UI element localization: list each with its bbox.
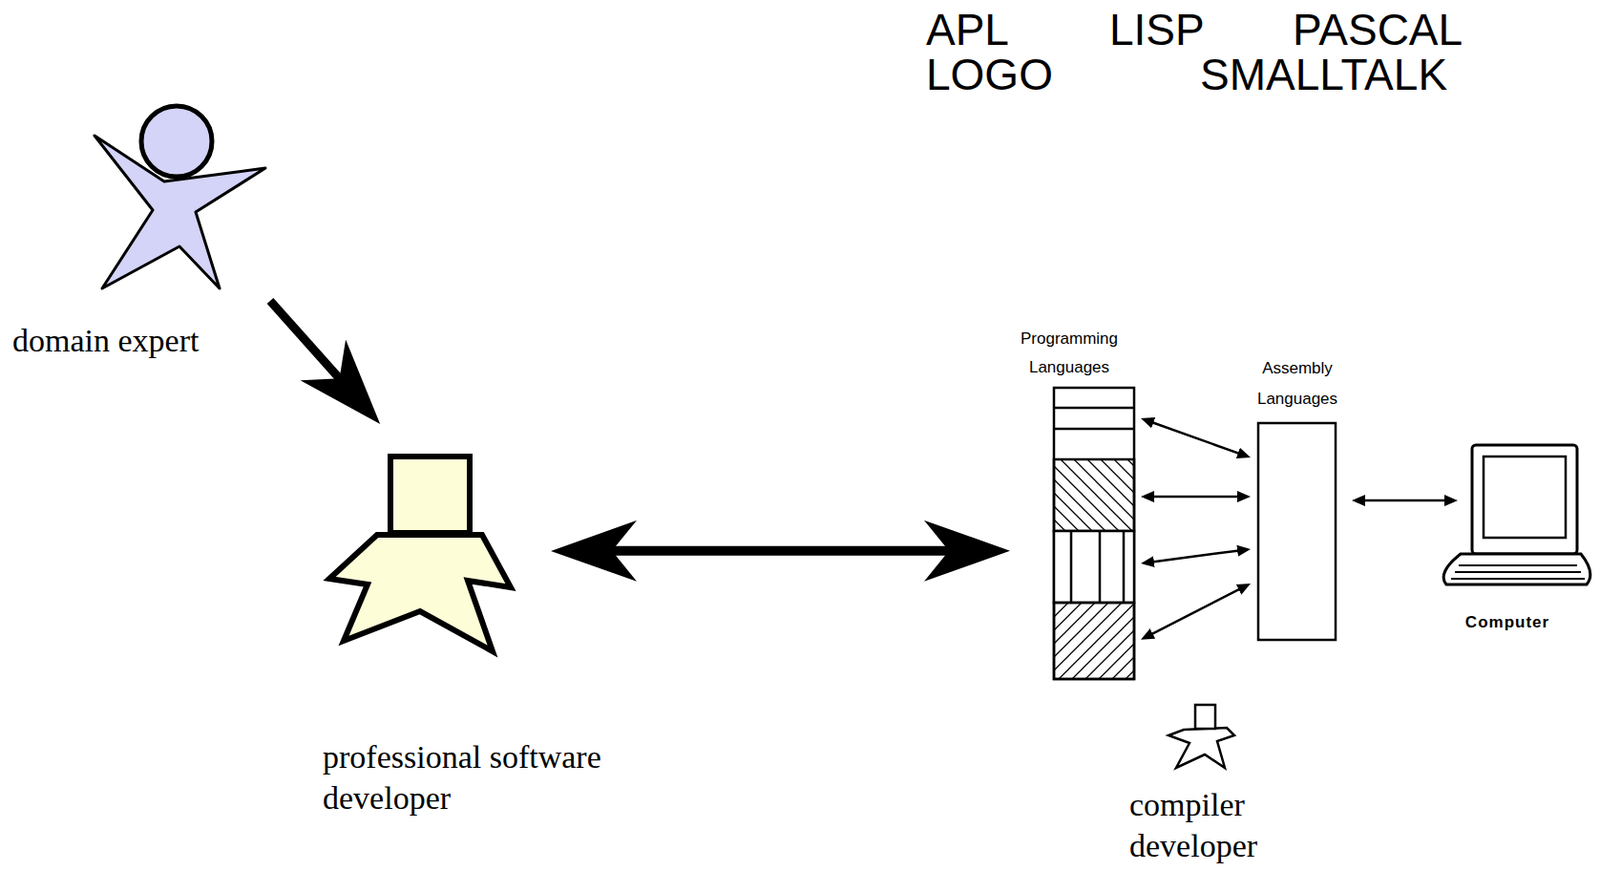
compiler-developer-figure bbox=[1168, 704, 1235, 768]
domain-expert-figure bbox=[94, 105, 266, 289]
assembly-box bbox=[1258, 422, 1336, 640]
software-developer: professional software developer bbox=[329, 456, 511, 653]
assembly-languages-box: Assembly Languages bbox=[1258, 422, 1336, 640]
node-label: professional software developer bbox=[322, 736, 610, 819]
node-label: Programming Languages bbox=[1013, 324, 1125, 382]
node-label: domain expert bbox=[12, 320, 261, 362]
connector-arrow bbox=[1146, 495, 1245, 499]
computer: Computer bbox=[1438, 444, 1595, 586]
language-name: LOGO bbox=[926, 52, 1053, 97]
connector-arrow bbox=[1357, 499, 1453, 503]
programming-languages-stack: Programming Languages bbox=[1053, 387, 1135, 679]
language-stack bbox=[1053, 387, 1135, 679]
connector-arrow bbox=[608, 546, 953, 556]
compiler-developer: compiler developer bbox=[1168, 704, 1236, 769]
node-label: Computer bbox=[1448, 612, 1567, 632]
language-name: PASCAL bbox=[1292, 7, 1463, 52]
node-label: compiler developer bbox=[1129, 784, 1321, 866]
node-label: Assembly Languages bbox=[1243, 353, 1351, 415]
connector-arrow bbox=[270, 300, 342, 381]
language-name: LISP bbox=[1109, 7, 1205, 52]
language-name: SMALLTALK bbox=[1200, 52, 1448, 97]
domain-expert: domain expert bbox=[94, 100, 266, 289]
connector-arrow bbox=[1146, 420, 1246, 456]
computer-icon bbox=[1443, 444, 1591, 585]
language-name: APL bbox=[926, 7, 1010, 52]
developer-figure bbox=[329, 456, 511, 652]
connector-arrow bbox=[1146, 549, 1245, 563]
connector-arrow bbox=[1145, 586, 1245, 637]
